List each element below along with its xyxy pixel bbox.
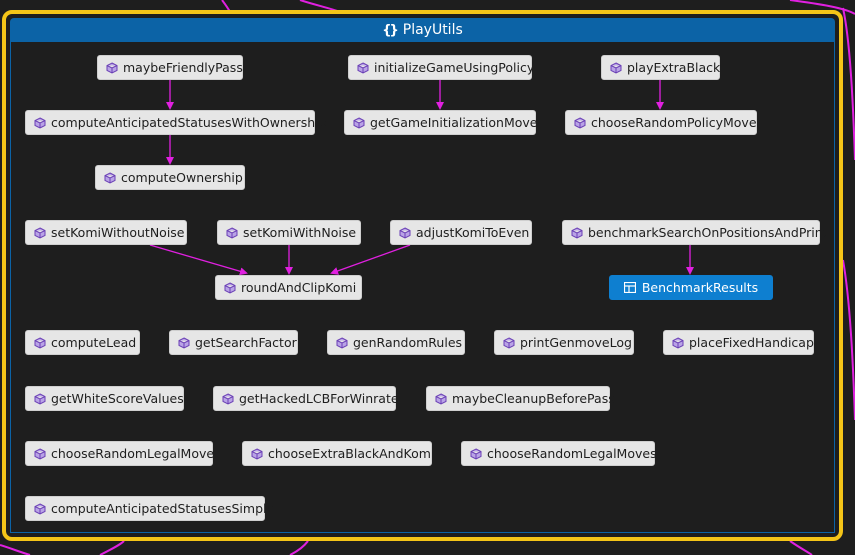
- node-label: roundAndClipKomi: [241, 280, 357, 295]
- node-playExtraBlack[interactable]: playExtraBlack: [601, 55, 720, 80]
- node-label: placeFixedHandicap: [689, 335, 814, 350]
- method-icon: [178, 336, 190, 349]
- node-label: computeAnticipatedStatusesSimple: [51, 501, 275, 516]
- node-label: BenchmarkResults: [641, 280, 759, 295]
- method-icon: [34, 447, 46, 460]
- node-computeLead[interactable]: computeLead: [25, 330, 140, 355]
- node-label: adjustKomiToEven: [416, 225, 530, 240]
- method-icon: [503, 336, 515, 349]
- node-label: maybeCleanupBeforePass: [452, 391, 615, 406]
- namespace-header[interactable]: {} PlayUtils: [10, 18, 835, 42]
- node-getWhiteScoreValues[interactable]: getWhiteScoreValues: [25, 386, 184, 411]
- node-label: chooseRandomLegalMoves: [487, 446, 657, 461]
- node-label: setKomiWithoutNoise: [51, 225, 185, 240]
- node-maybeFriendlyPass[interactable]: maybeFriendlyPass: [97, 55, 243, 80]
- method-icon: [104, 171, 116, 184]
- method-icon: [672, 336, 684, 349]
- method-icon: [34, 116, 46, 129]
- method-icon: [34, 502, 46, 515]
- node-computeAnticipatedStatusesWithOwnership[interactable]: computeAnticipatedStatusesWithOwnership: [25, 110, 327, 135]
- node-chooseRandomLegalMoves[interactable]: chooseRandomLegalMoves: [461, 441, 657, 466]
- node-label: maybeFriendlyPass: [123, 60, 243, 75]
- method-icon: [399, 226, 411, 239]
- node-label: getHackedLCBForWinrate: [239, 391, 399, 406]
- node-label: chooseRandomLegalMove: [51, 446, 215, 461]
- node-label: playExtraBlack: [627, 60, 721, 75]
- method-icon: [435, 392, 447, 405]
- namespace-icon: {}: [382, 22, 398, 38]
- node-getGameInitializationMove[interactable]: getGameInitializationMove: [344, 110, 538, 135]
- node-label: benchmarkSearchOnPositionsAndPrint: [588, 225, 828, 240]
- node-label: chooseRandomPolicyMove: [591, 115, 757, 130]
- method-icon: [470, 447, 482, 460]
- node-label: initializeGameUsingPolicy: [374, 60, 535, 75]
- node-placeFixedHandicap[interactable]: placeFixedHandicap: [663, 330, 814, 355]
- node-initializeGameUsingPolicy[interactable]: initializeGameUsingPolicy: [348, 55, 535, 80]
- node-label: getSearchFactor: [195, 335, 297, 350]
- node-chooseRandomLegalMove[interactable]: chooseRandomLegalMove: [25, 441, 215, 466]
- node-printGenmoveLog[interactable]: printGenmoveLog: [494, 330, 634, 355]
- method-icon: [222, 392, 234, 405]
- method-icon: [106, 61, 118, 74]
- node-chooseExtraBlackAndKomi[interactable]: chooseExtraBlackAndKomi: [242, 441, 435, 466]
- node-computeAnticipatedStatusesSimple[interactable]: computeAnticipatedStatusesSimple: [25, 496, 274, 521]
- method-icon: [336, 336, 348, 349]
- node-genRandomRules[interactable]: genRandomRules: [327, 330, 465, 355]
- node-benchmarkSearchOnPositionsAndPrint[interactable]: benchmarkSearchOnPositionsAndPrint: [562, 220, 828, 245]
- table-icon: [623, 282, 636, 293]
- method-icon: [224, 281, 236, 294]
- method-icon: [353, 116, 365, 129]
- node-BenchmarkResults[interactable]: BenchmarkResults: [609, 275, 773, 300]
- node-label: printGenmoveLog: [520, 335, 632, 350]
- node-roundAndClipKomi[interactable]: roundAndClipKomi: [215, 275, 362, 300]
- node-setKomiWithNoise[interactable]: setKomiWithNoise: [217, 220, 361, 245]
- method-icon: [574, 116, 586, 129]
- method-icon: [34, 392, 46, 405]
- node-setKomiWithoutNoise[interactable]: setKomiWithoutNoise: [25, 220, 187, 245]
- node-label: getWhiteScoreValues: [51, 391, 184, 406]
- method-icon: [34, 336, 46, 349]
- method-icon: [571, 226, 583, 239]
- method-icon: [357, 61, 369, 74]
- method-icon: [251, 447, 263, 460]
- namespace-title: PlayUtils: [402, 22, 463, 38]
- node-label: computeAnticipatedStatusesWithOwnership: [51, 115, 327, 130]
- method-icon: [34, 226, 46, 239]
- node-adjustKomiToEven[interactable]: adjustKomiToEven: [390, 220, 532, 245]
- node-label: computeLead: [51, 335, 137, 350]
- node-computeOwnership[interactable]: computeOwnership: [95, 165, 245, 190]
- node-label: chooseExtraBlackAndKomi: [268, 446, 435, 461]
- node-label: getGameInitializationMove: [370, 115, 538, 130]
- node-label: genRandomRules: [353, 335, 463, 350]
- method-icon: [226, 226, 238, 239]
- node-getSearchFactor[interactable]: getSearchFactor: [169, 330, 298, 355]
- node-maybeCleanupBeforePass[interactable]: maybeCleanupBeforePass: [426, 386, 615, 411]
- node-chooseRandomPolicyMove[interactable]: chooseRandomPolicyMove: [565, 110, 757, 135]
- node-label: computeOwnership: [121, 170, 243, 185]
- node-getHackedLCBForWinrate[interactable]: getHackedLCBForWinrate: [213, 386, 399, 411]
- method-icon: [610, 61, 622, 74]
- node-label: setKomiWithNoise: [243, 225, 357, 240]
